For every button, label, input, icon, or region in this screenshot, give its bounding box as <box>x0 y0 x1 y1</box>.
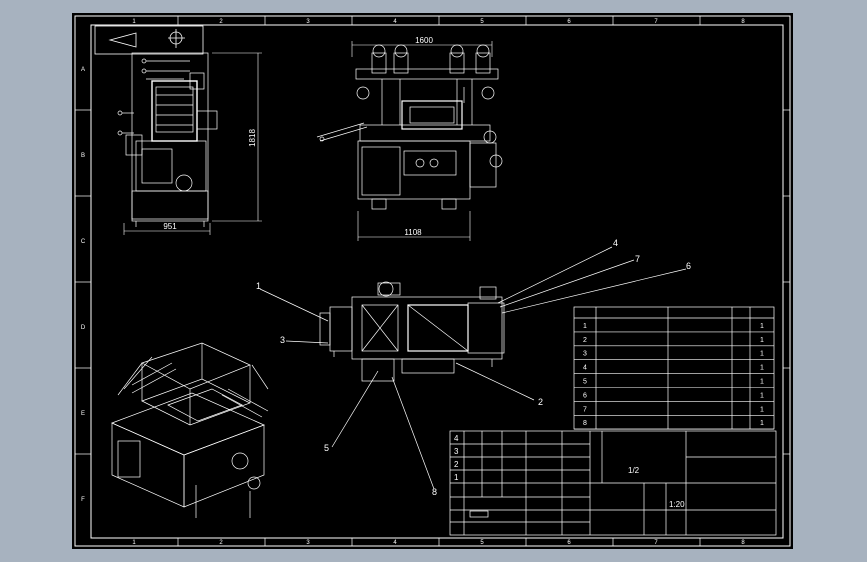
side-view <box>117 52 218 227</box>
drawing-sheet: 1 2 3 4 5 6 7 8 1 2 3 4 5 6 7 8 A B C D E F 951 1 8 <box>72 13 793 549</box>
rev-row-3: 3 <box>454 447 459 456</box>
isometric-view <box>111 342 269 518</box>
bom-row-qty: 1 <box>760 379 764 386</box>
bom-row-number: 6 <box>583 392 587 399</box>
bom-row-qty: 1 <box>760 351 764 358</box>
front-view <box>316 44 503 210</box>
side-view-dims <box>123 52 262 235</box>
ruler-bottom-label: 3 <box>306 540 310 546</box>
bom-row-qty: 1 <box>760 323 764 330</box>
balloon-6: 6 <box>686 261 691 271</box>
ruler-left-label: A <box>81 67 85 73</box>
ruler-top-label: 4 <box>393 19 397 25</box>
ruler-top-label: 3 <box>306 19 310 25</box>
balloon-1: 1 <box>256 281 261 291</box>
front-view-dims <box>351 41 493 241</box>
ruler-top-label: 2 <box>219 19 223 25</box>
cad-drawing: 1 2 3 4 5 6 7 8 1 2 3 4 5 6 7 8 A B C D E F 951 1 8 <box>74 15 791 547</box>
bom-row-number: 5 <box>583 379 587 386</box>
bom-row-number: 8 <box>583 420 587 427</box>
ruler-top-label: 7 <box>654 19 658 25</box>
bom-row-number: 4 <box>583 365 587 372</box>
ruler-bottom-label: 2 <box>219 540 223 546</box>
bom-row-number: 1 <box>583 323 587 330</box>
ruler-left-label: E <box>81 411 85 417</box>
inner-frame <box>90 24 784 539</box>
dim-side-width: 951 <box>163 222 177 231</box>
balloon-labels: 1 3 4 7 6 2 5 8 <box>256 238 691 497</box>
bom-rows: 1 1 2 1 3 1 4 1 5 1 6 1 7 1 8 1 <box>574 323 774 430</box>
ruler-top-label: 5 <box>480 19 484 25</box>
ruler-left-labels: A B C D E F <box>81 67 86 503</box>
balloon-7: 7 <box>635 254 640 264</box>
rev-row-4: 4 <box>454 434 459 443</box>
bom-row-qty: 1 <box>760 406 764 413</box>
bom-row-number: 2 <box>583 337 587 344</box>
ruler-left-label: C <box>81 239 86 245</box>
bom-row-qty: 1 <box>760 392 764 399</box>
dim-front-width: 1600 <box>415 36 433 45</box>
ruler-bottom-label: 7 <box>654 540 658 546</box>
rev-row-1: 1 <box>454 473 459 482</box>
top-view <box>319 281 505 382</box>
ruler-left-label: F <box>81 497 85 503</box>
projection-symbol <box>94 25 204 55</box>
ratio-value: 1/2 <box>628 466 640 475</box>
balloon-4: 4 <box>613 238 618 248</box>
ruler-ticks <box>75 16 790 546</box>
balloon-8: 8 <box>432 487 437 497</box>
balloon-3: 3 <box>280 335 285 345</box>
rev-row-2: 2 <box>454 460 459 469</box>
bom-row-qty: 1 <box>760 420 764 427</box>
bom-row-qty: 1 <box>760 337 764 344</box>
balloon-5: 5 <box>324 443 329 453</box>
ruler-top-label: 8 <box>741 19 745 25</box>
leader-lines <box>259 246 687 490</box>
ruler-bottom-label: 6 <box>567 540 571 546</box>
ruler-bottom-labels: 1 2 3 4 5 6 7 8 <box>132 540 745 546</box>
outer-frame <box>74 15 791 547</box>
balloon-2: 2 <box>538 397 543 407</box>
bom-row-number: 7 <box>583 406 587 413</box>
ruler-bottom-label: 1 <box>132 540 136 546</box>
ruler-bottom-label: 5 <box>480 540 484 546</box>
ruler-left-label: B <box>81 153 85 159</box>
ruler-bottom-label: 8 <box>741 540 745 546</box>
dim-side-height: 1818 <box>248 129 257 147</box>
dim-front-base-width: 1108 <box>404 228 422 237</box>
ruler-top-labels: 1 2 3 4 5 6 7 8 <box>132 19 745 25</box>
bom-row-qty: 1 <box>760 365 764 372</box>
bom-table <box>573 306 775 430</box>
title-block-text: 4 3 2 1 1/2 1:20 <box>454 434 685 509</box>
bom-row-number: 3 <box>583 351 587 358</box>
title-block <box>449 430 777 536</box>
ruler-top-label: 6 <box>567 19 571 25</box>
ruler-left-label: D <box>81 325 86 331</box>
ruler-top-label: 1 <box>132 19 136 25</box>
scale-value: 1:20 <box>669 500 685 509</box>
ruler-bottom-label: 4 <box>393 540 397 546</box>
